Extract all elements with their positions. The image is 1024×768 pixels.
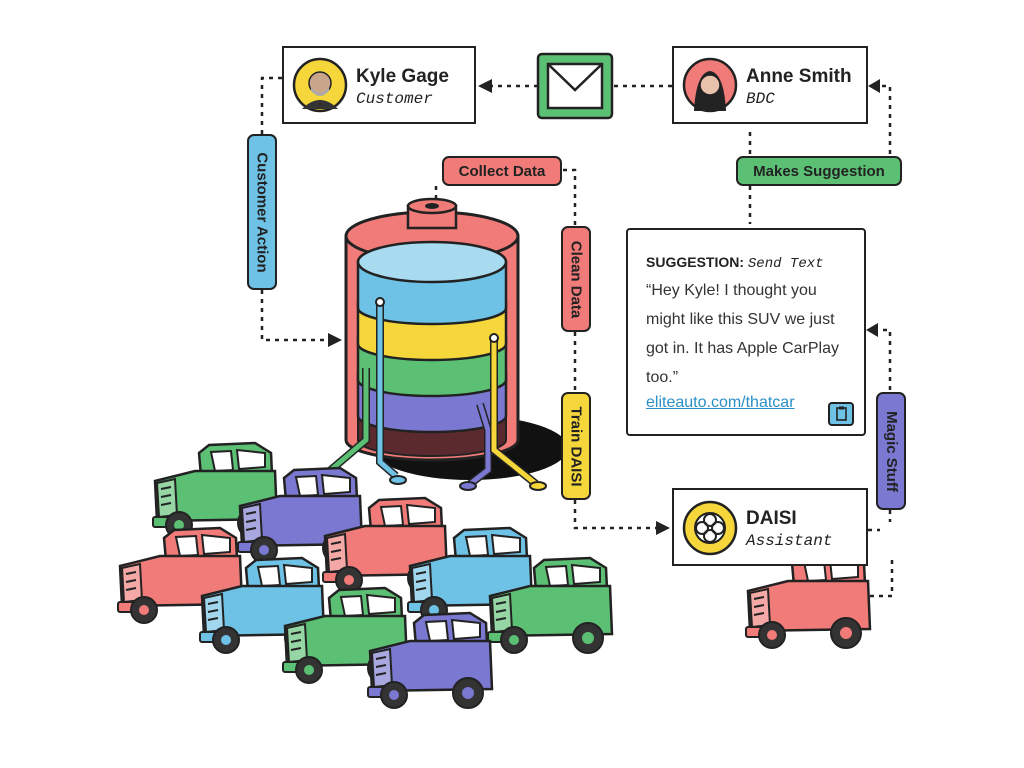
anne-name: Anne Smith (746, 66, 852, 87)
arrowheads (328, 79, 880, 535)
kyle-avatar (292, 57, 348, 113)
magic-stuff-label: Magic Stuff (876, 392, 906, 510)
suggestion-message: “Hey Kyle! I thought you might like this… (646, 282, 839, 386)
train-daisi-label: Train DAISI (561, 392, 591, 500)
kyle-name: Kyle Gage (356, 66, 449, 87)
anne-role: BDC (746, 90, 775, 108)
clipboard-icon[interactable] (828, 402, 854, 426)
suggestion-label: SUGGESTION: (646, 254, 745, 270)
vehicle-fleet (116, 441, 872, 710)
connector-lines (260, 76, 894, 598)
suggestion-card: SUGGESTION: Send Text “Hey Kyle! I thoug… (626, 228, 866, 436)
suggestion-header: SUGGESTION: Send Text (646, 254, 824, 272)
jeep-icon (744, 551, 872, 650)
daisi-logo-icon (682, 500, 738, 556)
daisi-role: Assistant (746, 532, 833, 550)
envelope-icon (536, 52, 614, 120)
kyle-gage-card: Kyle Gage Customer (282, 46, 476, 124)
collect-data-label: Collect Data (442, 156, 562, 186)
anne-avatar (682, 57, 738, 113)
suggestion-type: Send Text (747, 256, 824, 272)
clean-data-label: Clean Data (561, 226, 591, 332)
customer-action-label: Customer Action (247, 134, 277, 290)
anne-smith-card: Anne Smith BDC (672, 46, 868, 124)
makes-suggestion-label: Makes Suggestion (736, 156, 902, 186)
daisi-card: DAISI Assistant (672, 488, 868, 566)
kyle-role: Customer (356, 90, 433, 108)
database (323, 197, 568, 491)
daisi-name: DAISI (746, 508, 797, 529)
suggestion-link[interactable]: eliteauto.com/thatcar (646, 394, 795, 411)
